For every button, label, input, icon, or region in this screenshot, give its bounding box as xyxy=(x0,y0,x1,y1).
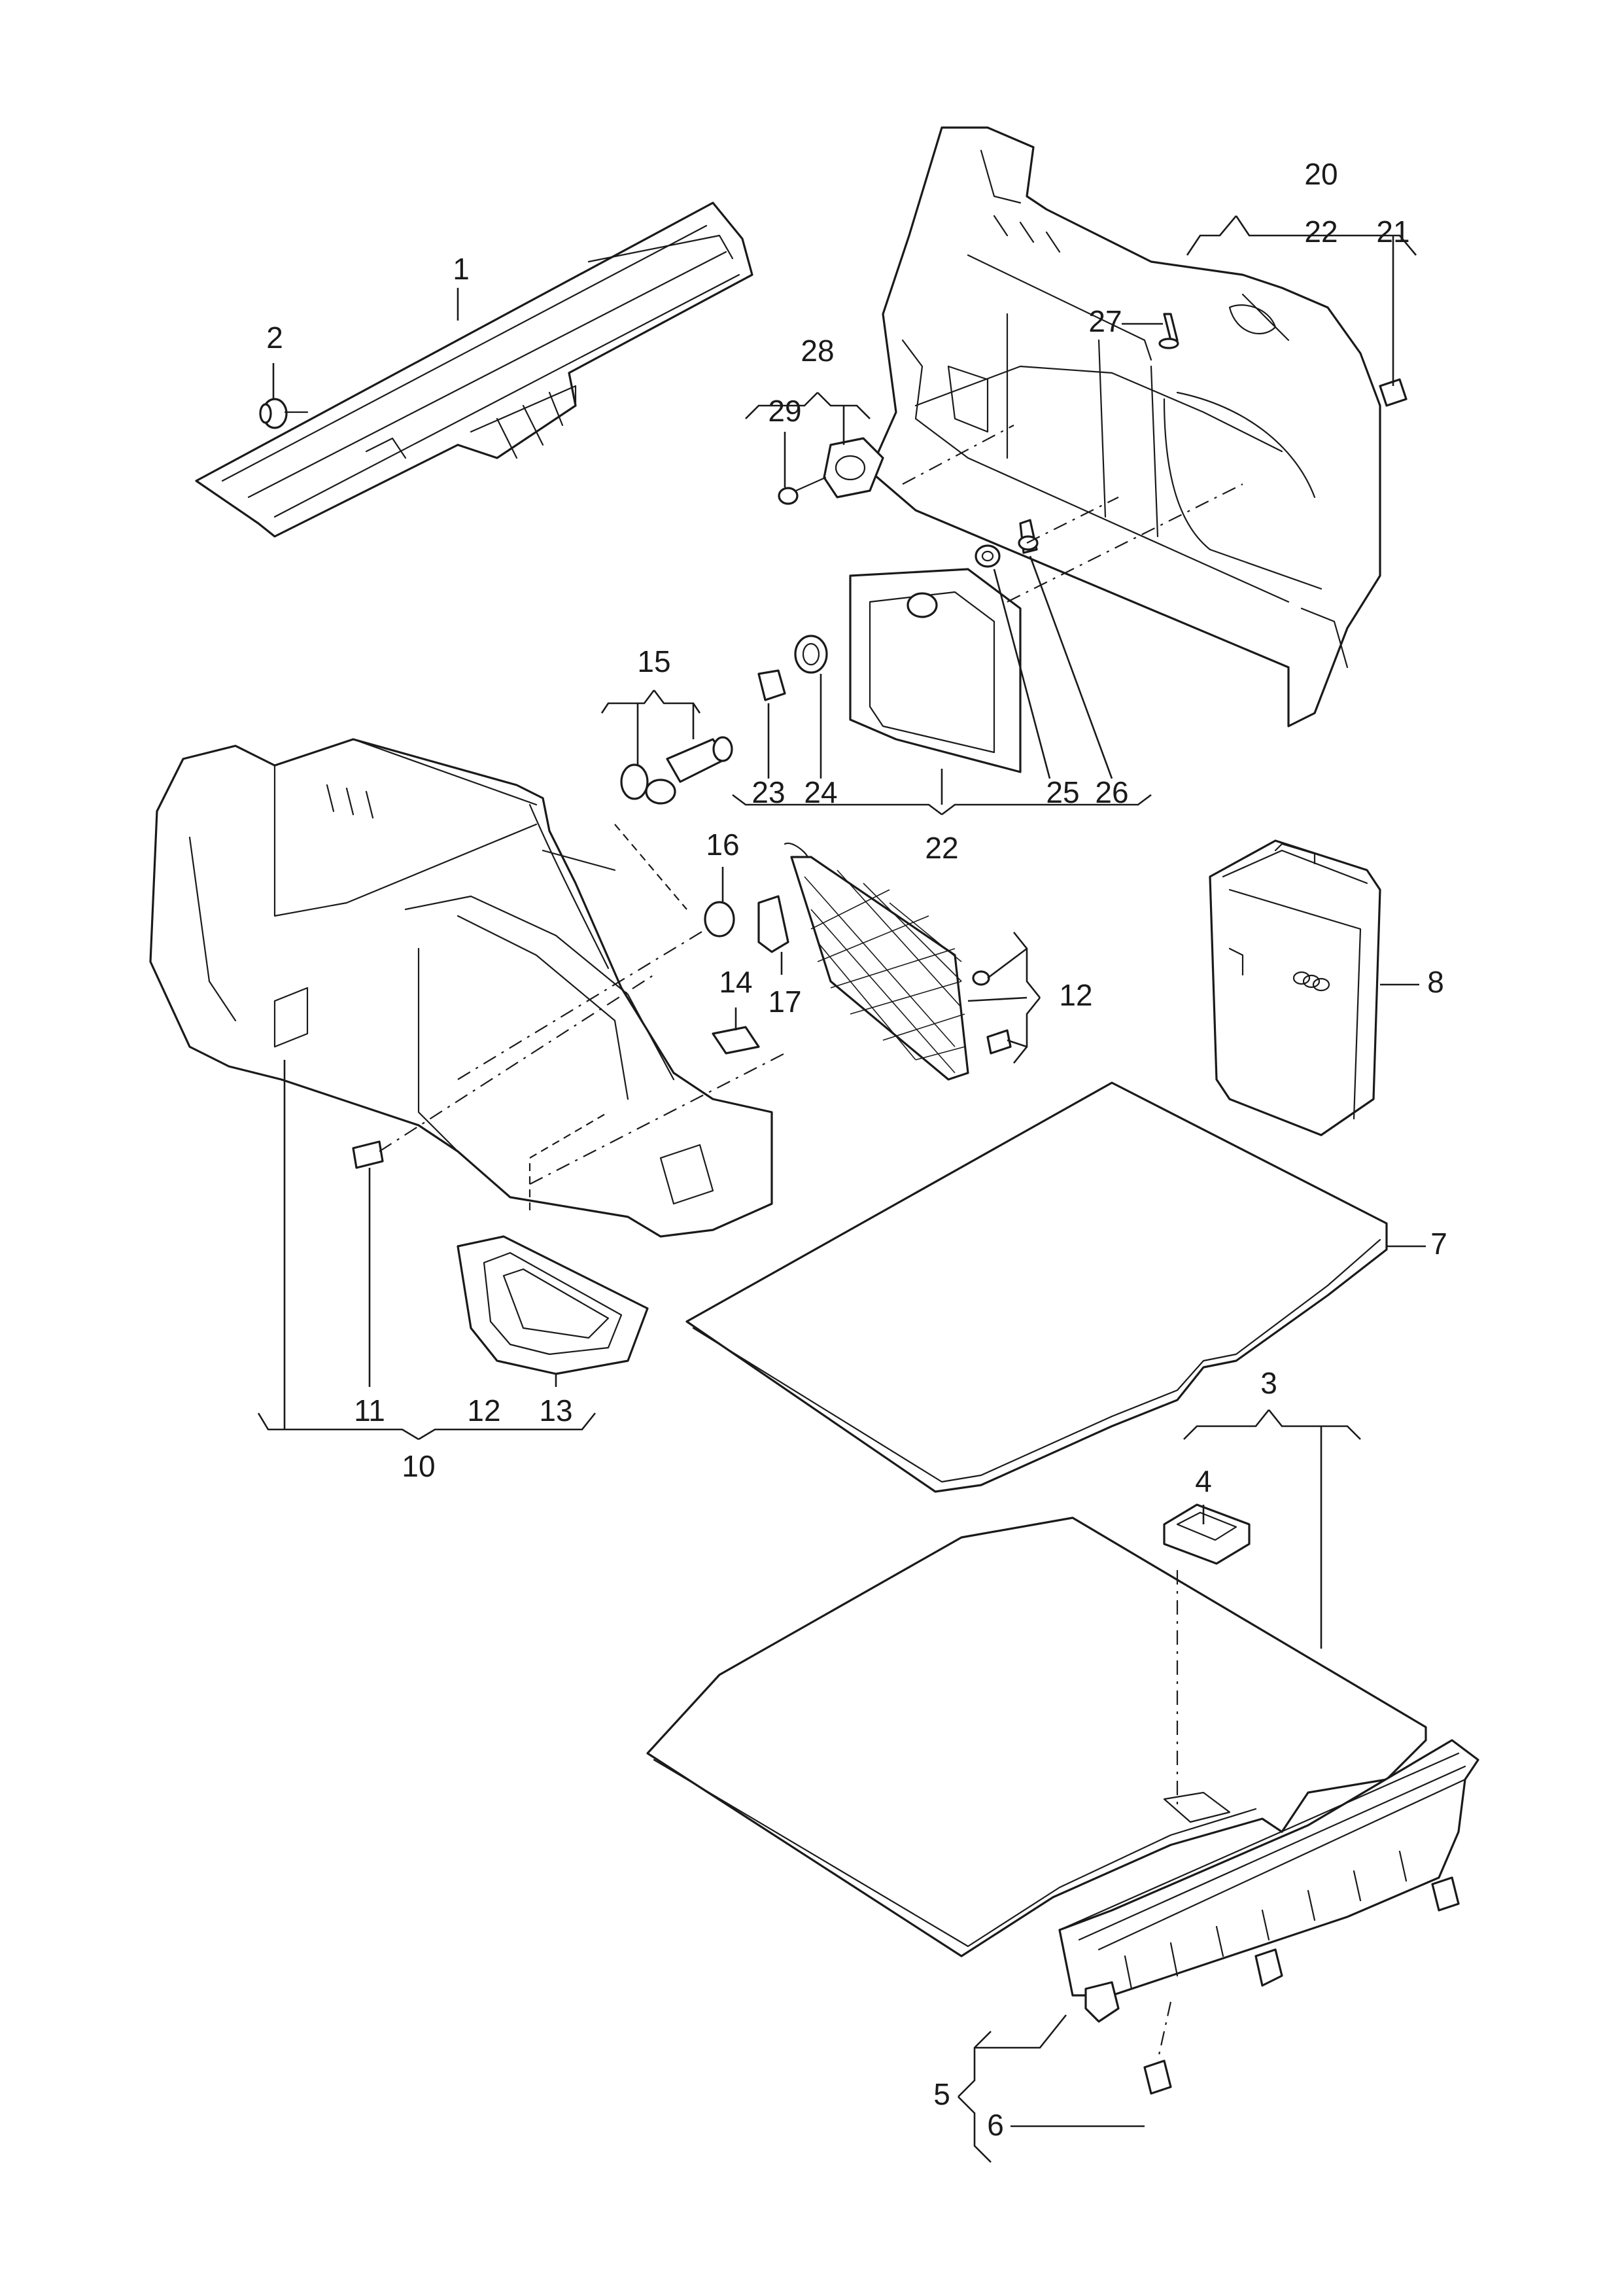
callout-26: 26 xyxy=(1095,775,1128,809)
callout-2: 2 xyxy=(266,321,283,355)
callout-21: 21 xyxy=(1376,215,1409,249)
callout-20: 20 xyxy=(1304,157,1338,191)
switch-part-17[interactable] xyxy=(757,895,789,953)
callout-27: 27 xyxy=(1088,304,1122,338)
clip-part-6[interactable] xyxy=(1143,2059,1172,2095)
storage-tray-part-13[interactable] xyxy=(457,1235,649,1375)
callout-11: 11 xyxy=(354,1393,385,1428)
cargo-net-part-12[interactable] xyxy=(784,842,1012,1081)
assembly-lines xyxy=(379,425,1243,2061)
callout-23: 23 xyxy=(752,775,785,809)
callout-24: 24 xyxy=(804,775,837,809)
callout-6: 6 xyxy=(987,2108,1004,2142)
callout-14: 14 xyxy=(719,965,752,999)
callout-labels: 1 2 20 22 21 27 28 29 15 23 24 25 26 22 … xyxy=(266,157,1447,2142)
callout-22-bottom: 22 xyxy=(925,831,958,865)
screw-part-27[interactable] xyxy=(1158,313,1179,349)
callout-16: 16 xyxy=(706,828,739,862)
grommet-part-24[interactable] xyxy=(794,635,828,674)
sill-panel-part-1[interactable] xyxy=(195,201,753,538)
bracket-part-28[interactable] xyxy=(823,437,884,499)
callout-1: 1 xyxy=(453,252,470,286)
screw-part-2[interactable] xyxy=(259,398,309,429)
callout-8: 8 xyxy=(1427,965,1444,999)
callout-12-right: 12 xyxy=(1059,978,1092,1012)
callout-28: 28 xyxy=(801,334,834,368)
callout-3: 3 xyxy=(1260,1366,1277,1400)
callout-22-top: 22 xyxy=(1304,215,1338,249)
callout-5: 5 xyxy=(933,2077,950,2111)
right-side-trim-part-20[interactable] xyxy=(869,126,1381,727)
first-aid-box-part-8[interactable] xyxy=(1209,839,1381,1136)
callout-13: 13 xyxy=(539,1393,572,1428)
luggage-floor-part-3[interactable] xyxy=(646,1516,1427,1957)
callout-7: 7 xyxy=(1430,1227,1447,1261)
callout-25: 25 xyxy=(1046,775,1079,809)
leader-lines xyxy=(257,215,1426,2163)
callout-4: 4 xyxy=(1195,1464,1212,1498)
socket-part-15[interactable] xyxy=(620,736,733,805)
callout-12-left: 12 xyxy=(467,1393,500,1428)
washer-part-25[interactable] xyxy=(975,544,1001,568)
clip-part-11[interactable] xyxy=(352,1140,384,1169)
grommet-part-16[interactable] xyxy=(704,901,735,937)
cover-part-14[interactable] xyxy=(712,1026,760,1055)
left-side-trim-part-10[interactable] xyxy=(149,738,773,1238)
rear-sill-trim-part-5[interactable] xyxy=(1058,1739,1479,2023)
floor-mat-part-7[interactable] xyxy=(685,1081,1388,1493)
clip-part-26[interactable] xyxy=(1018,519,1039,554)
handle-part-4[interactable] xyxy=(1163,1503,1251,1565)
callout-17: 17 xyxy=(768,985,801,1019)
callout-29: 29 xyxy=(768,394,801,428)
callout-15: 15 xyxy=(637,644,670,678)
access-cover-part-22[interactable] xyxy=(849,568,1022,773)
screw-part-29[interactable] xyxy=(778,476,827,505)
callout-10: 10 xyxy=(402,1449,435,1483)
plug-part-23[interactable] xyxy=(757,669,786,701)
